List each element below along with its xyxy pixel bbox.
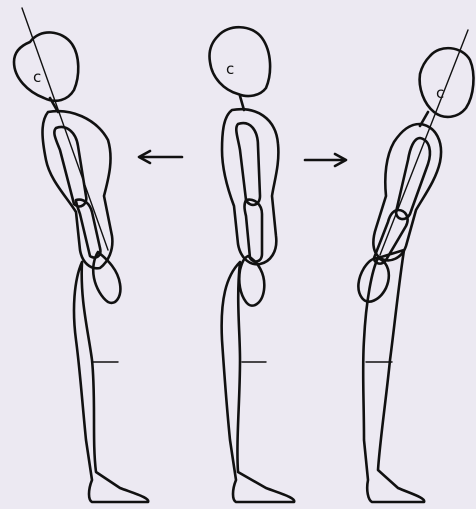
plumb-line-left	[22, 8, 108, 250]
head-left	[14, 32, 78, 100]
figure-leaning-forward: c	[358, 30, 473, 502]
torso-left	[43, 111, 113, 268]
figure-upright: c	[209, 27, 294, 502]
arrow-right	[305, 154, 346, 166]
forearm-middle	[245, 200, 263, 262]
torso-right	[373, 124, 441, 260]
head-right	[420, 48, 474, 117]
arrow-left	[139, 151, 182, 163]
ear-label-left: c	[33, 68, 41, 86]
figure-leaning-back: c	[14, 8, 148, 502]
torso-middle	[222, 109, 278, 264]
neck-middle	[240, 96, 244, 110]
upper-arm-right	[396, 138, 430, 219]
legs-left	[74, 262, 148, 502]
hand-right	[358, 258, 388, 302]
legs-right	[363, 250, 424, 502]
ear-label-right: c	[436, 84, 444, 102]
legs-middle	[222, 262, 295, 502]
upper-arm-left	[54, 127, 86, 206]
hand-left	[93, 252, 120, 303]
head-middle	[209, 27, 270, 96]
upper-arm-middle	[236, 123, 260, 205]
ear-label-middle: c	[226, 60, 234, 78]
